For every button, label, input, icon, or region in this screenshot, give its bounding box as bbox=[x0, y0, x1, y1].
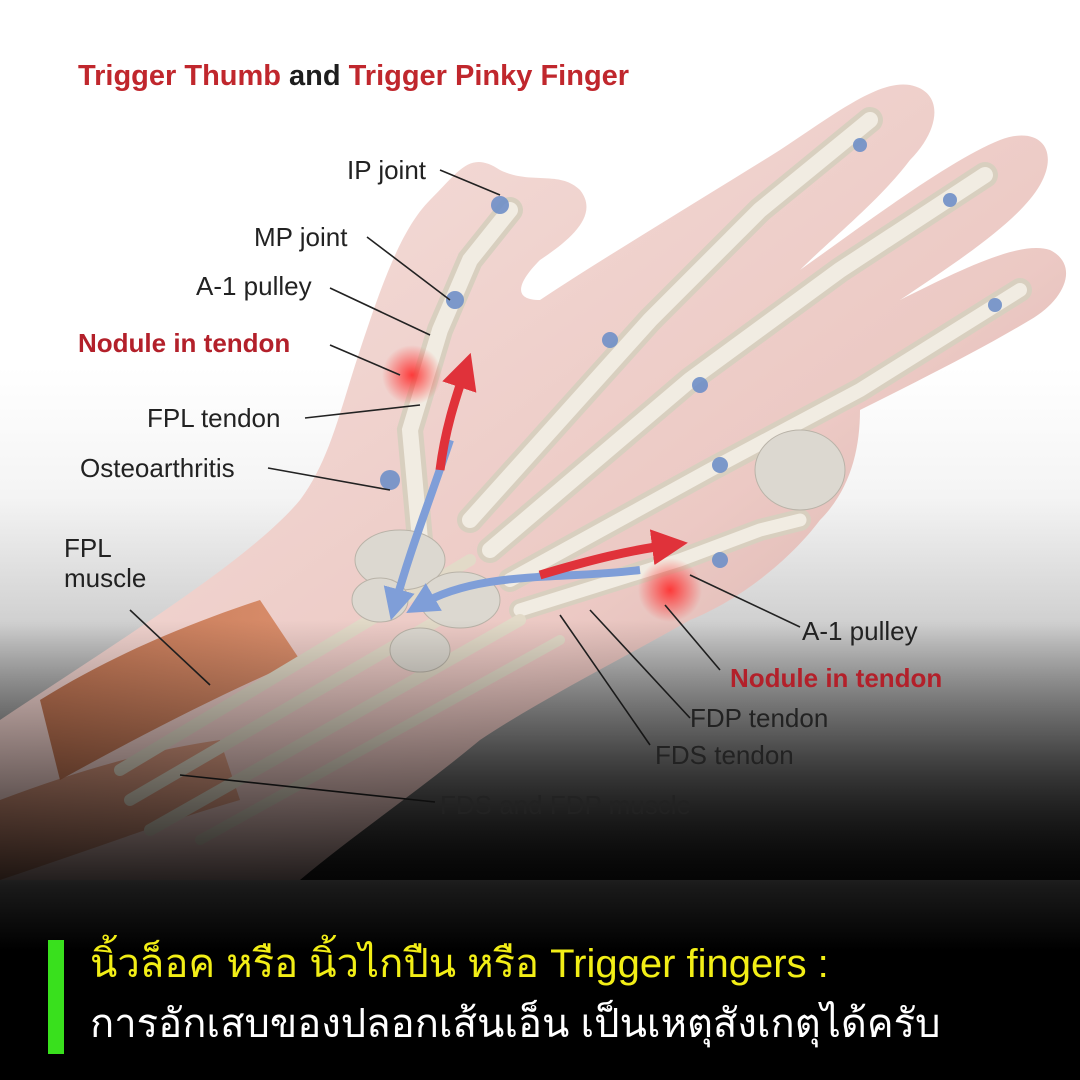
label-nodule-thumb: Nodule in tendon bbox=[78, 328, 291, 358]
title-trigger-thumb: Trigger Thumb bbox=[78, 60, 281, 92]
label-a1-pulley-thumb: A-1 pulley bbox=[196, 271, 312, 301]
label-a1-pulley-pinky: A-1 pulley bbox=[802, 616, 918, 646]
nodule-thumb-glow bbox=[382, 345, 442, 405]
nodule-pinky-glow bbox=[638, 558, 702, 622]
blue-arrow-pinky bbox=[406, 566, 641, 614]
label-fds-fdp-muscle: FDS and FDP muscle bbox=[440, 790, 691, 820]
caption-block: นิ้วล็อค หรือ นิ้วไกปืน หรือ Trigger fin… bbox=[48, 938, 1058, 1056]
label-fdp-tendon: FDP tendon bbox=[690, 703, 829, 733]
label-nodule-pinky: Nodule in tendon bbox=[730, 663, 943, 693]
caption-accent-bar bbox=[48, 940, 64, 1054]
label-ip-joint: IP joint bbox=[347, 155, 427, 185]
joint-pulleys bbox=[380, 138, 1002, 568]
red-arrow-thumb bbox=[435, 352, 477, 471]
label-fpl-muscle-line1: FPL bbox=[64, 533, 112, 563]
caption-line-1: นิ้วล็อค หรือ นิ้วไกปืน หรือ Trigger fin… bbox=[90, 942, 829, 986]
label-fpl-muscle-line2: muscle bbox=[64, 563, 147, 593]
caption-line-2: การอักเสบของปลอกเส้นเอ็น เป็นเหตุสังเกตุ… bbox=[90, 1002, 941, 1046]
label-fpl-tendon: FPL tendon bbox=[147, 403, 281, 433]
label-fds-tendon: FDS tendon bbox=[655, 740, 794, 770]
diagram-title: Trigger Thumb and Trigger Pinky Finger bbox=[78, 60, 629, 93]
red-arrow-pinky bbox=[538, 529, 688, 580]
title-trigger-pinky: Trigger Pinky Finger bbox=[348, 60, 630, 92]
hand-anatomy-illustration bbox=[0, 84, 1080, 880]
label-osteoarthritis: Osteoarthritis bbox=[80, 453, 235, 483]
label-mp-joint: MP joint bbox=[254, 222, 348, 252]
title-and: and bbox=[281, 60, 349, 92]
